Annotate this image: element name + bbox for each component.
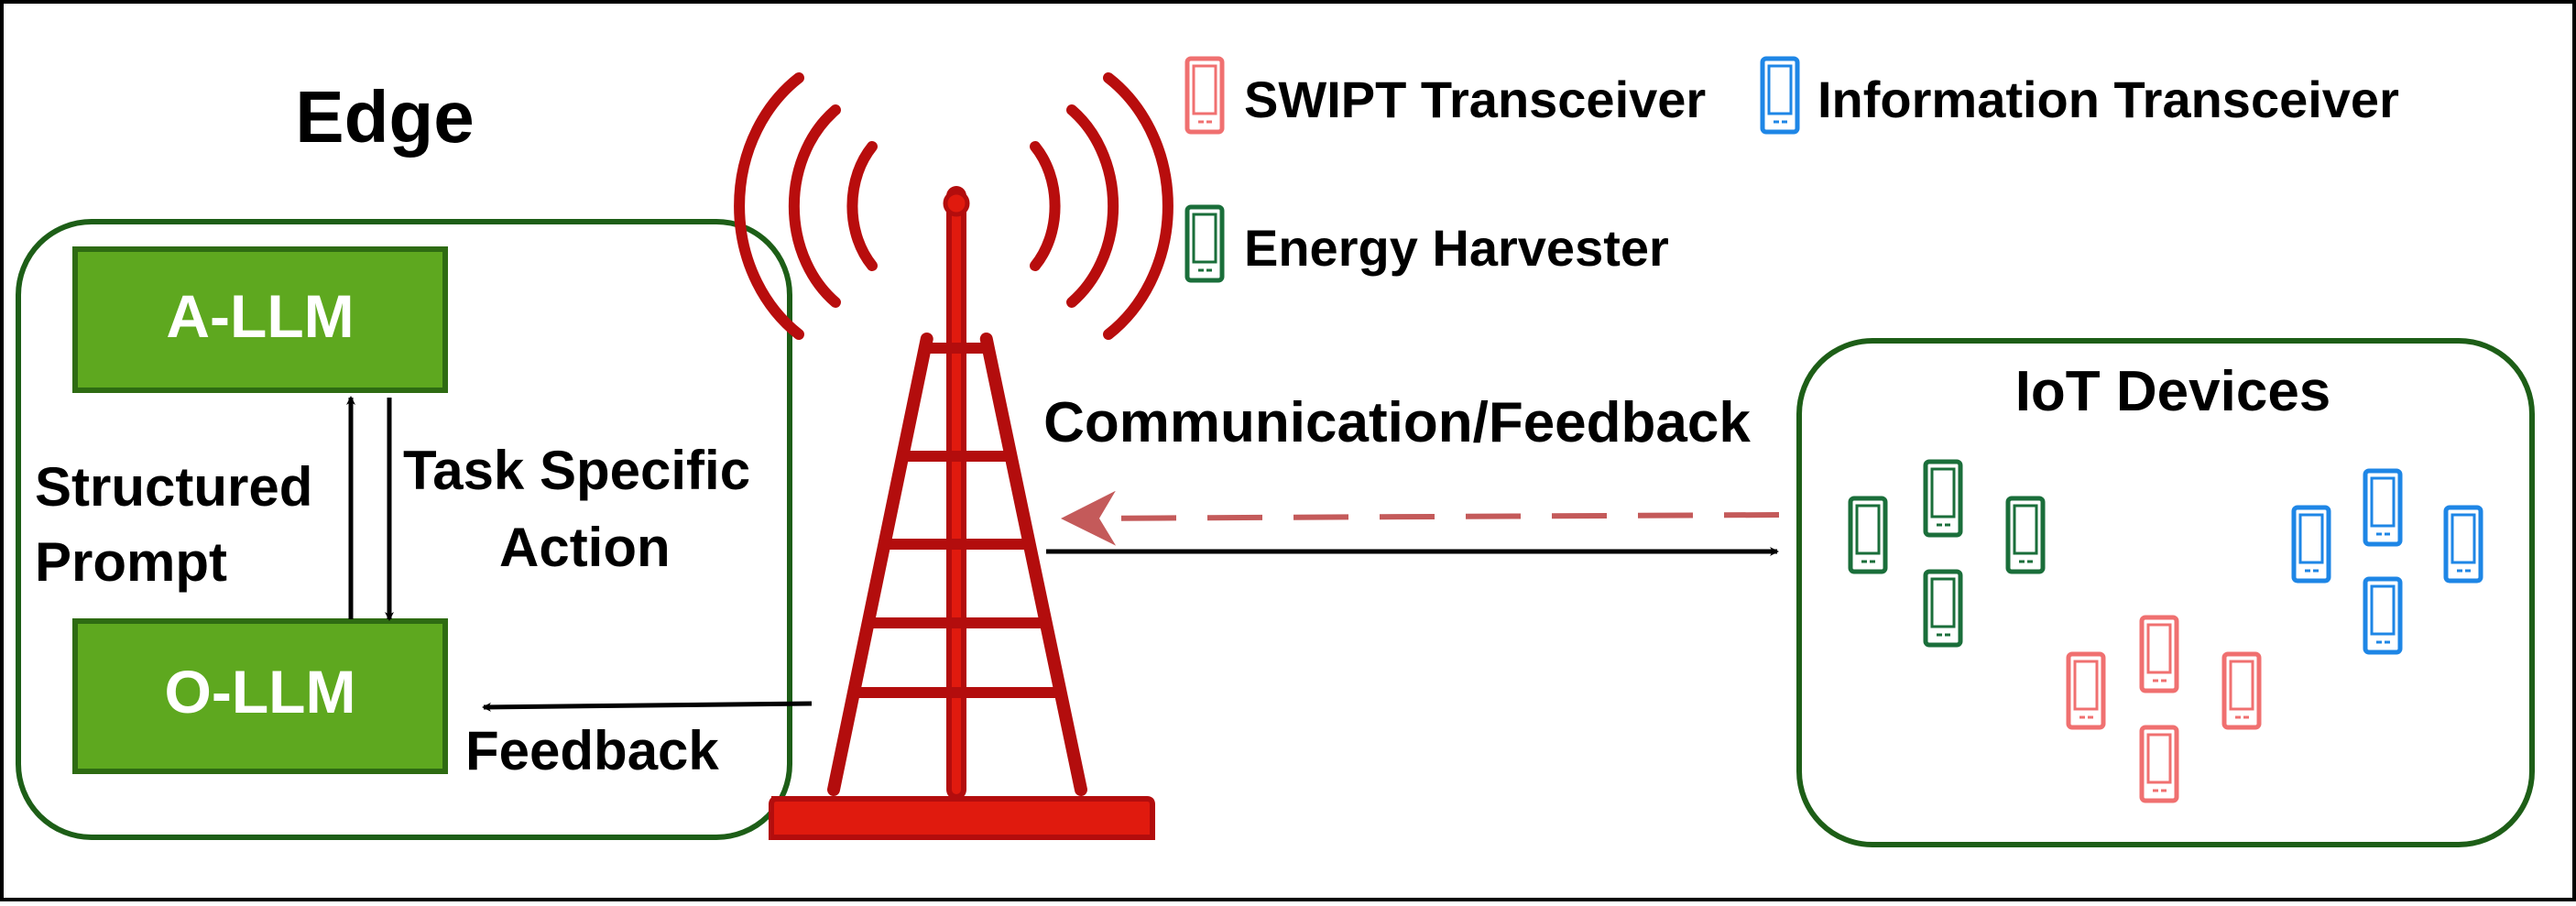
legend-item-swipt: SWIPT Transceiver <box>1187 59 1706 132</box>
feedback-label: Feedback <box>465 720 719 781</box>
a-llm-label: A-LLM <box>166 282 354 350</box>
iot-devices-title: IoT Devices <box>2015 360 2331 423</box>
feedback-arrow <box>482 701 813 712</box>
structured-prompt-line-2: Prompt <box>35 531 227 593</box>
legend-label-energy: Energy Harvester <box>1244 219 1669 277</box>
o-llm-block[interactable]: O-LLM <box>72 618 448 774</box>
o-llm-label: O-LLM <box>165 658 356 726</box>
uplink-dashed-arrow <box>1061 490 1780 546</box>
legend: SWIPT Transceiver Information Transceive… <box>1187 59 2399 280</box>
legend-item-energy: Energy Harvester <box>1187 207 1669 280</box>
task-specific-line-2: Action <box>499 517 671 578</box>
cell-tower-icon <box>769 186 1155 840</box>
edge-title: Edge <box>295 76 475 158</box>
legend-item-information: Information Transceiver <box>1763 59 2399 132</box>
legend-label-swipt: SWIPT Transceiver <box>1244 71 1706 128</box>
a-llm-block[interactable]: A-LLM <box>72 246 448 393</box>
edge-container <box>16 219 792 840</box>
a-llm-box <box>72 246 448 393</box>
communication-feedback-label: Communication/Feedback <box>1043 391 1751 454</box>
iot-devices-container <box>1796 338 2535 847</box>
legend-label-information: Information Transceiver <box>1817 71 2399 128</box>
structured-prompt-line-1: Structured <box>35 456 312 518</box>
task-specific-line-1: Task Specific <box>403 440 750 501</box>
o-llm-box <box>72 618 448 774</box>
signal-waves-icon <box>734 72 1173 340</box>
